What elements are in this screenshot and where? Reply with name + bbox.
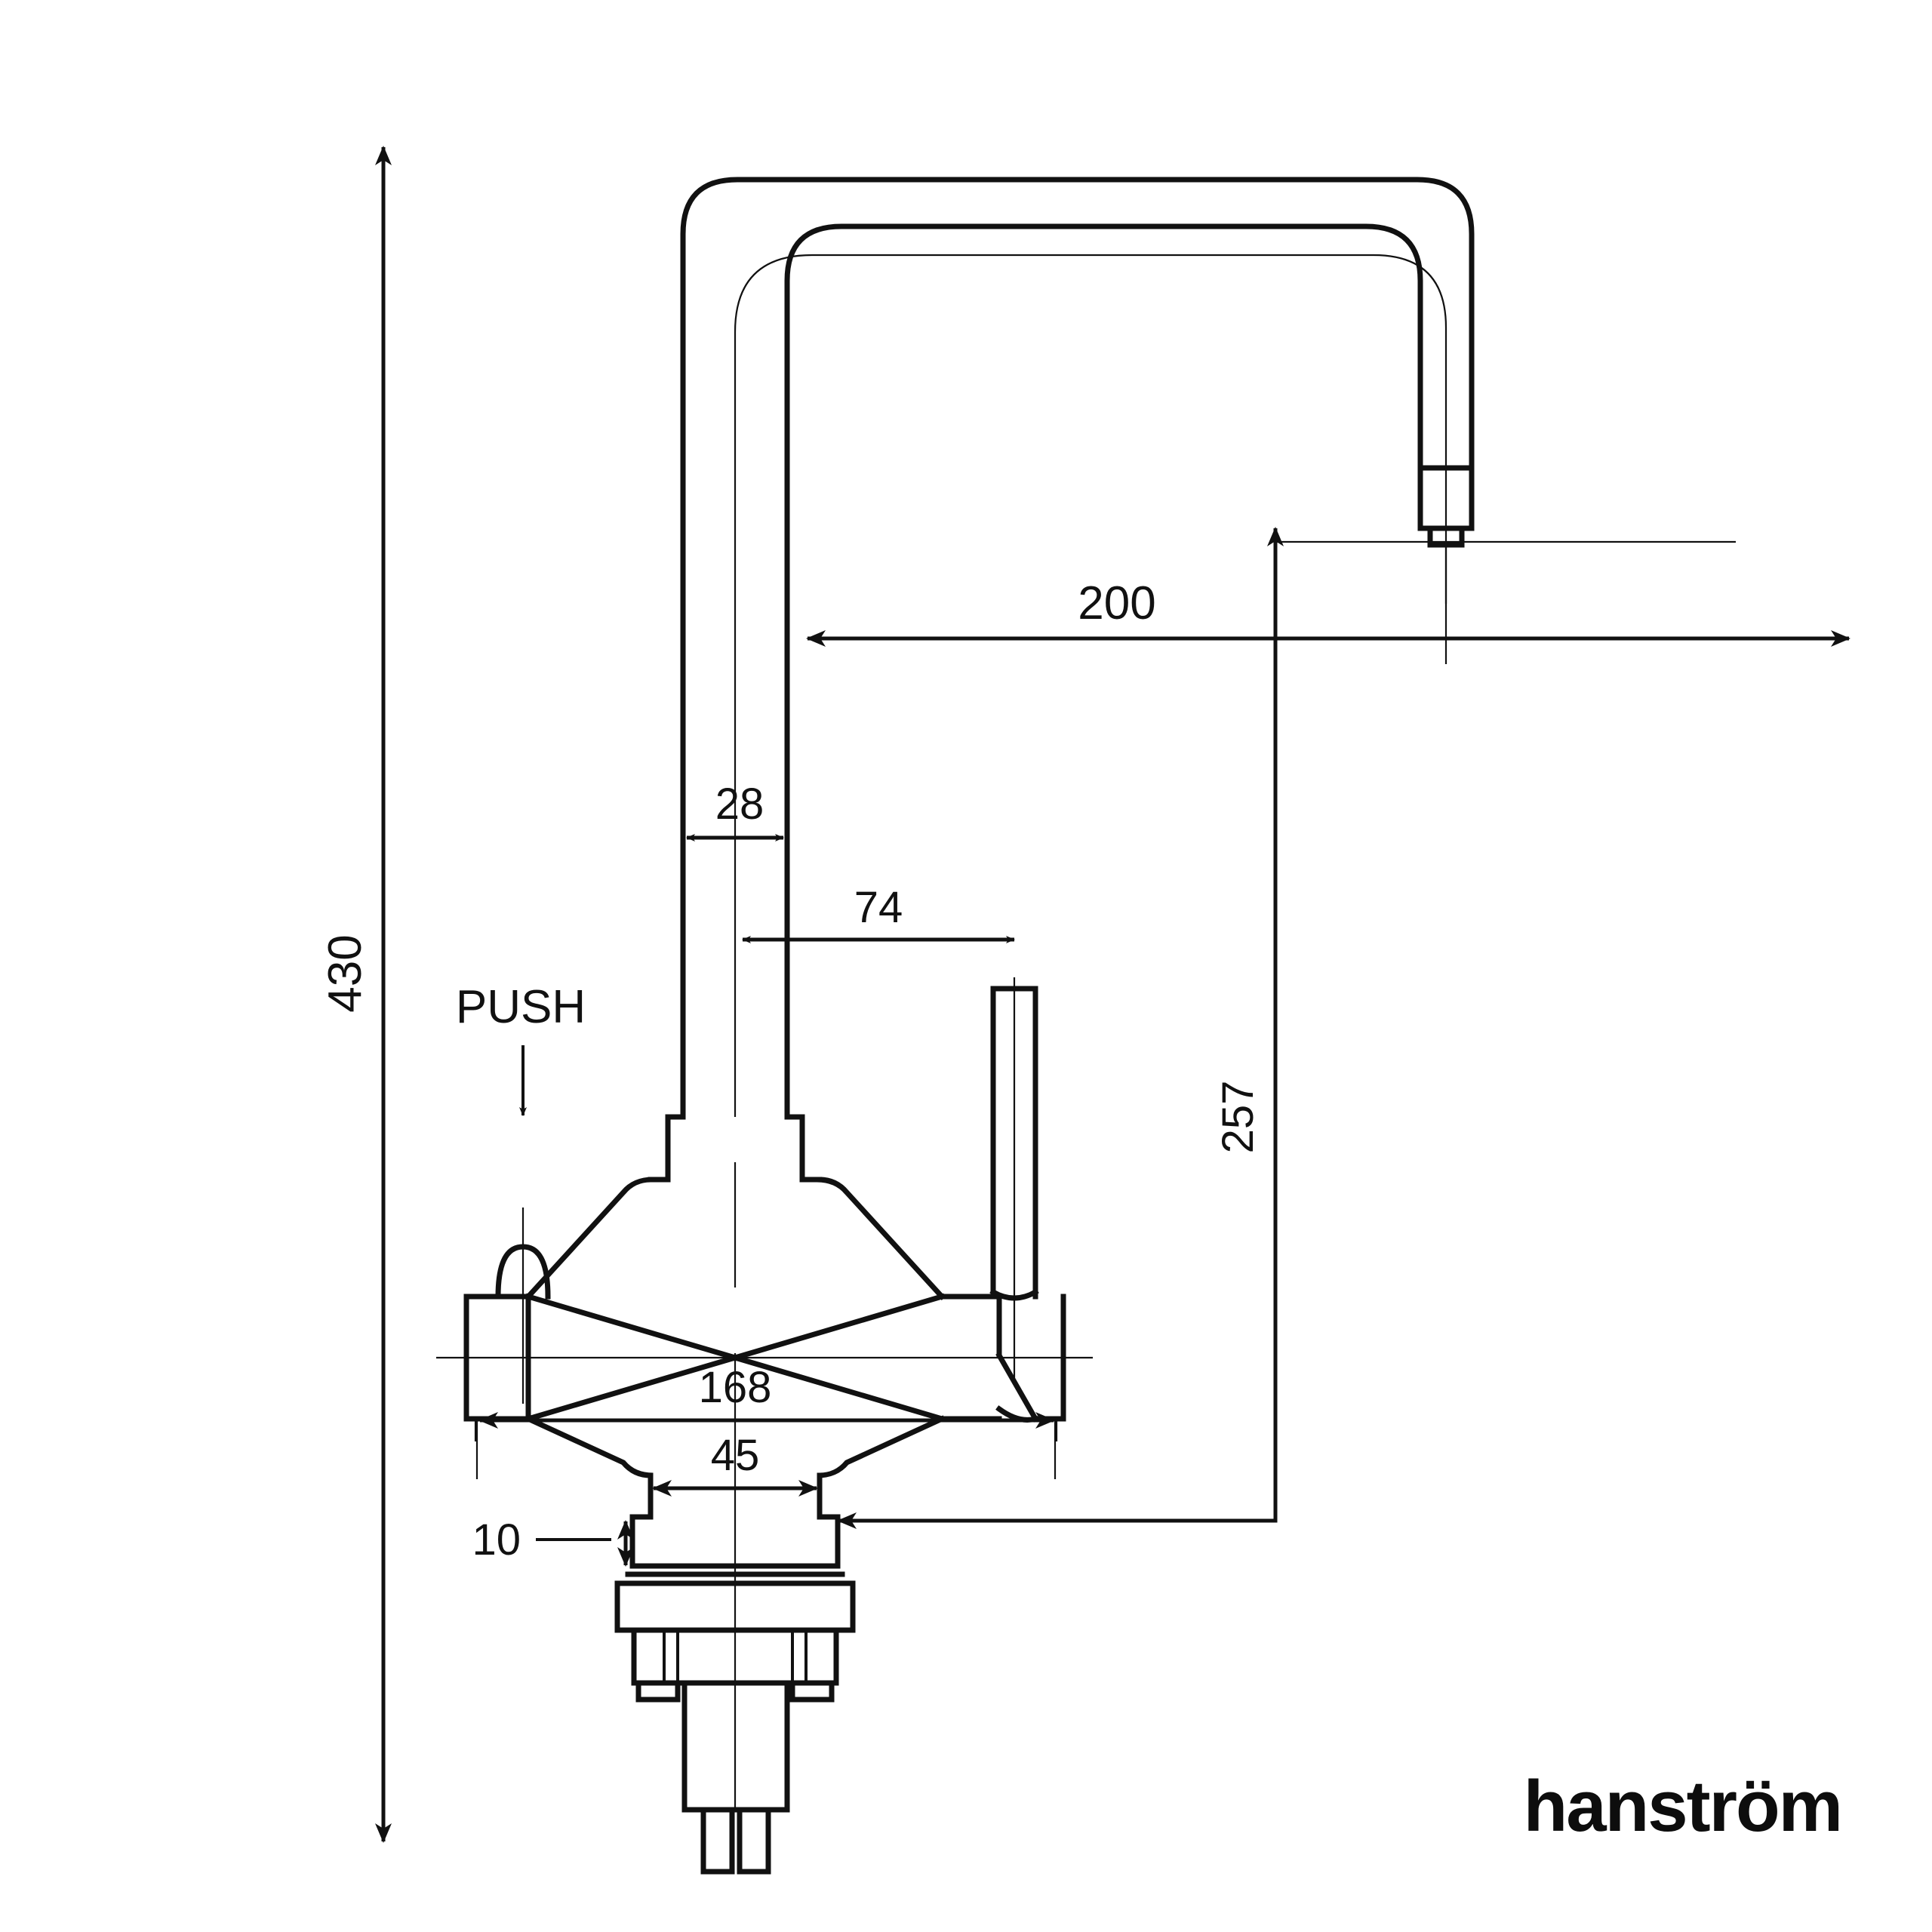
push-annotation: PUSH [456,981,586,1116]
cross-hatch-a [525,1293,739,1361]
dimension-spout-height: 257 [837,527,1736,1529]
flange-washer [614,1580,856,1633]
spout-inner-profile [784,223,1423,1120]
knurl-foot-right [789,1680,835,1703]
dimension-shank-width: 45 [652,1431,818,1497]
dim-168-label: 168 [699,1363,772,1412]
neck-right-step [784,1114,823,1183]
cross-hatch-c [525,1354,739,1423]
dim-28-label: 28 [715,780,764,829]
dimension-spout-to-handle: 74 [742,883,1015,943]
chamfer-lower-right [817,1415,946,1478]
body-chamfer-top-left [525,1177,654,1300]
spout-curve-centreline [734,254,1447,468]
spout-outer-profile [680,177,1475,1120]
body-cross-hatch [525,1293,946,1423]
cross-hatch-d [731,1354,946,1423]
cross-hatch-b [731,1293,946,1361]
dimension-washer-thickness: 10 [472,1515,634,1567]
tail-left [700,1807,735,1875]
dim-257-label: 257 [1214,1081,1263,1154]
handle-right-diagonal [995,1352,1039,1423]
dimension-spout-reach: 200 [806,543,1850,664]
dim-430-label: 430 [319,934,371,1012]
dimension-overall-height: 430 [319,146,392,1843]
push-label: PUSH [456,981,586,1033]
centre-lines [436,254,1447,1811]
body-chamfer-top-right [817,1177,946,1300]
dim-45-label: 45 [711,1431,760,1480]
knurl-foot-left [635,1680,681,1703]
dimension-tube-width: 28 [686,780,784,841]
tail-right [737,1807,771,1875]
dimension-body-width: 168 [474,1363,1058,1479]
brand-logo: hanström [1523,1766,1843,1847]
dim-10-label: 10 [472,1515,521,1564]
neck-left-step [648,1114,686,1183]
dim-74-label: 74 [854,883,903,932]
dim-257-leader [837,540,1278,1529]
chamfer-lower-left [525,1415,654,1478]
dim-200-label: 200 [1078,577,1155,629]
